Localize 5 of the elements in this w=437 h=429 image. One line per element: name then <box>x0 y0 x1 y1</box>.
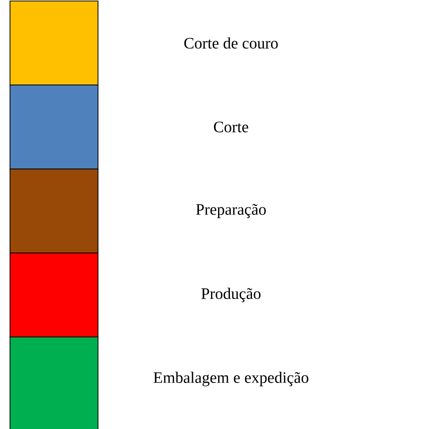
legend-label: Embalagem e expedição <box>154 372 308 386</box>
legend-label: Preparação <box>196 204 266 218</box>
legend-label: Corte <box>214 122 248 132</box>
legend-label: Corte de couro <box>184 37 278 49</box>
legend-label: Produção <box>201 288 260 302</box>
